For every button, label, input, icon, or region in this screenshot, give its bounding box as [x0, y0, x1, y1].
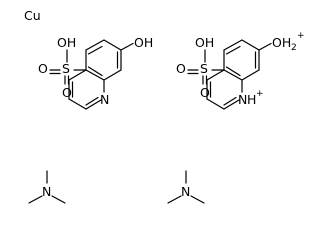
trimethylamine-2: N	[167, 170, 205, 204]
copper-atom-label: Cu	[24, 8, 41, 23]
molecule-1-bonds	[49, 39, 134, 110]
molecule-1-atom-labels: OH S O O OH N	[38, 35, 153, 107]
molecule-2-atom-labels: OH S O O OH 2 + N H +	[176, 31, 305, 107]
molecule-2-hydroxyl-charge: +	[297, 31, 305, 41]
molecule-2-bonds	[187, 39, 272, 110]
molecule-2-hydroxyl-subscript: 2	[291, 43, 297, 53]
molecule-1-sulfur-label: S	[62, 61, 70, 76]
molecule-1-hydroxyl-label: OH	[134, 35, 153, 50]
molecule-2-ring-nitrogen-label: N	[238, 92, 247, 107]
molecule-1-sulfonyl-oxygen-bottom-label: O	[62, 85, 72, 100]
chemical-structure-canvas: Cu	[24, 8, 305, 204]
molecule-1-ring-nitrogen-label: N	[100, 92, 109, 107]
molecule-2-sulfonic-hydroxyl-label: OH	[195, 35, 214, 50]
molecule-2-sulfonyl-oxygen-bottom-label: O	[200, 85, 210, 100]
molecule-2-sulfonyl-oxygen-left-label: O	[176, 61, 186, 76]
molecule-2-ring-nitrogen-charge: +	[256, 89, 264, 99]
molecule-1-hydroxyquinoline-sulfonic-acid: OH S O O OH N	[38, 35, 153, 110]
molecule-1-sulfonyl-oxygen-left-label: O	[38, 61, 48, 76]
molecule-2-ring-nitrogen-hydrogen: H	[247, 92, 256, 107]
trimethylamine-1-nitrogen-label: N	[42, 184, 51, 199]
molecule-2-hydroxyl-label: OH	[272, 35, 291, 50]
trimethylamine-1: N	[28, 170, 66, 204]
molecule-2-protonated-hydroxyquinoline-sulfonic-acid: OH S O O OH 2 + N H +	[176, 31, 305, 110]
molecule-1-sulfonic-hydroxyl-label: OH	[57, 35, 76, 50]
trimethylamine-2-nitrogen-label: N	[181, 184, 190, 199]
molecule-2-sulfur-label: S	[200, 61, 208, 76]
